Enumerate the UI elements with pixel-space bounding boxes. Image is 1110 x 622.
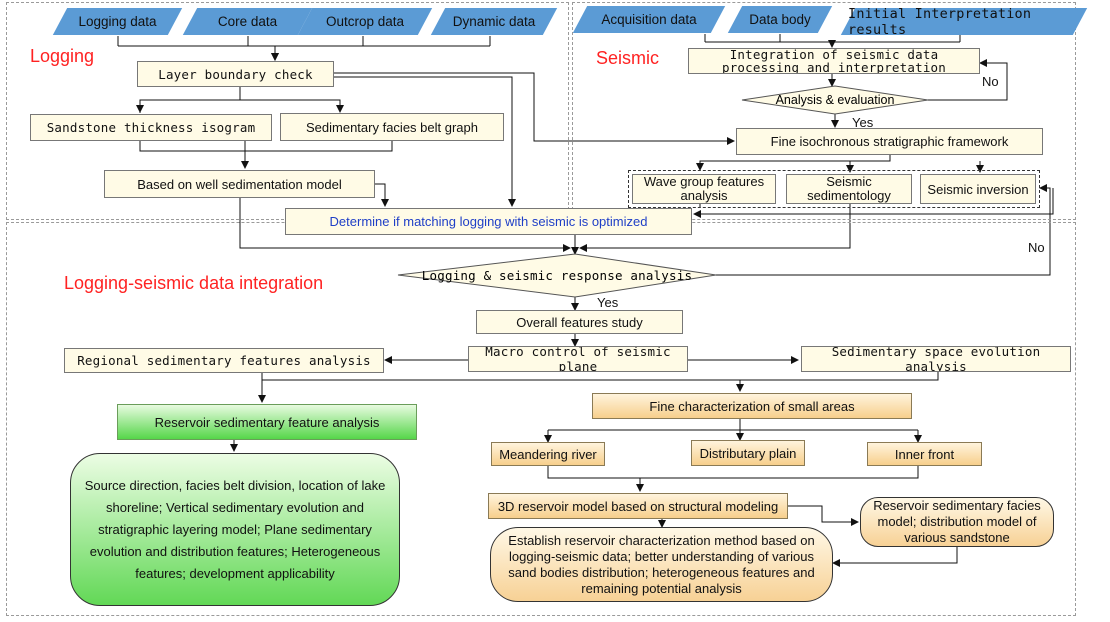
input-data-body: Data body <box>727 6 833 33</box>
distributary-plain-box: Distributary plain <box>691 440 805 466</box>
edge-inputs-to-layer-check <box>117 36 491 60</box>
input-logging-data-label: Logging data <box>78 14 157 29</box>
overall-features-box: Overall features study <box>476 310 683 334</box>
edge-seismic-group-to-determine <box>693 188 1054 218</box>
no-label-upper: No <box>982 74 999 89</box>
no-label-lower: No <box>1028 240 1045 255</box>
fine-isochronous-box: Fine isochronous stratigraphic framework <box>736 128 1043 155</box>
seismic-sedimentology-box: Seismic sedimentology <box>786 174 912 204</box>
seismic-inversion-box: Seismic inversion <box>920 174 1036 204</box>
wave-group-box: Wave group features analysis <box>632 174 776 204</box>
input-acquisition-data: Acquisition data <box>572 6 726 33</box>
edge-split-right <box>240 99 344 113</box>
seismic-integration-box: Integration of seismic data processing a… <box>688 48 980 74</box>
input-data-body-label: Data body <box>749 12 811 27</box>
model-3d-box: 3D reservoir model based on structural m… <box>488 493 788 519</box>
space-evolution-box: Sedimentary space evolution analysis <box>801 346 1071 372</box>
edge-logging-down-to-response <box>239 198 571 252</box>
edge-children-merge <box>139 141 393 152</box>
yes-label-upper: Yes <box>852 115 874 130</box>
edge-seismic-down-to-response <box>579 204 851 252</box>
layer-boundary-check-box: Layer boundary check <box>137 61 334 87</box>
seismic-region <box>572 2 1076 220</box>
input-core-data: Core data <box>182 8 313 35</box>
response-analysis-label: Logging & seismic response analysis <box>421 267 693 283</box>
fine-characterization-box: Fine characterization of small areas <box>592 393 912 419</box>
input-outcrop-data-label: Outcrop data <box>325 14 405 29</box>
input-acquisition-data-label: Acquisition data <box>601 12 697 27</box>
edge-layer-to-fine-iso <box>334 72 735 145</box>
input-dynamic-data-label: Dynamic data <box>452 14 536 29</box>
facies-belt-graph-box: Sedimentary facies belt graph <box>280 113 504 141</box>
input-initial-interpretation-label: Initial Interpretation results <box>848 5 1032 38</box>
analysis-evaluation-label: Analysis & evaluation <box>775 93 895 107</box>
analysis-evaluation-diamond <box>741 85 929 115</box>
edge-analysis-no-loop <box>928 59 1008 101</box>
seismic-region-title: Seismic <box>596 48 660 68</box>
sandstone-thickness-box: Sandstone thickness isogram <box>30 114 272 141</box>
input-core-data-label: Core data <box>217 14 278 29</box>
edge-seismic-inputs <box>704 34 961 47</box>
determine-matching-box: Determine if matching logging with seism… <box>285 208 692 235</box>
edge-layer-to-determine <box>334 76 516 207</box>
input-outcrop-data: Outcrop data <box>297 8 433 35</box>
establish-method-box: Establish reservoir characterization met… <box>490 527 833 602</box>
edge-response-no-loop <box>716 184 1051 276</box>
response-analysis-diamond <box>397 253 717 298</box>
edge-facies-to-establish <box>832 547 958 567</box>
yes-label-lower: Yes <box>597 295 619 310</box>
source-direction-box: Source direction, facies belt division, … <box>70 453 400 606</box>
edge-3d-to-facies <box>788 505 859 526</box>
input-dynamic-data: Dynamic data <box>430 8 558 35</box>
inner-front-box: Inner front <box>867 442 982 466</box>
edge-lower-merge <box>261 372 939 381</box>
regional-features-box: Regional sedimentary features analysis <box>64 348 384 373</box>
logging-region-title: Logging <box>30 46 95 66</box>
edge-well-model-to-determine <box>375 183 389 207</box>
macro-control-box: Macro control of seismic plane <box>468 346 688 372</box>
facies-model-box: Reservoir sedimentary facies model; dist… <box>860 497 1054 547</box>
input-initial-interpretation: Initial Interpretation results <box>840 5 1088 38</box>
integration-region-title: Logging-seismic data integration <box>64 273 324 293</box>
meandering-river-box: Meandering river <box>491 442 605 466</box>
edge-subareas-merge <box>547 466 919 479</box>
input-logging-data: Logging data <box>52 8 183 35</box>
reservoir-feature-box: Reservoir sedimentary feature analysis <box>117 404 417 440</box>
well-sedimentation-model-box: Based on well sedimentation model <box>104 170 375 198</box>
